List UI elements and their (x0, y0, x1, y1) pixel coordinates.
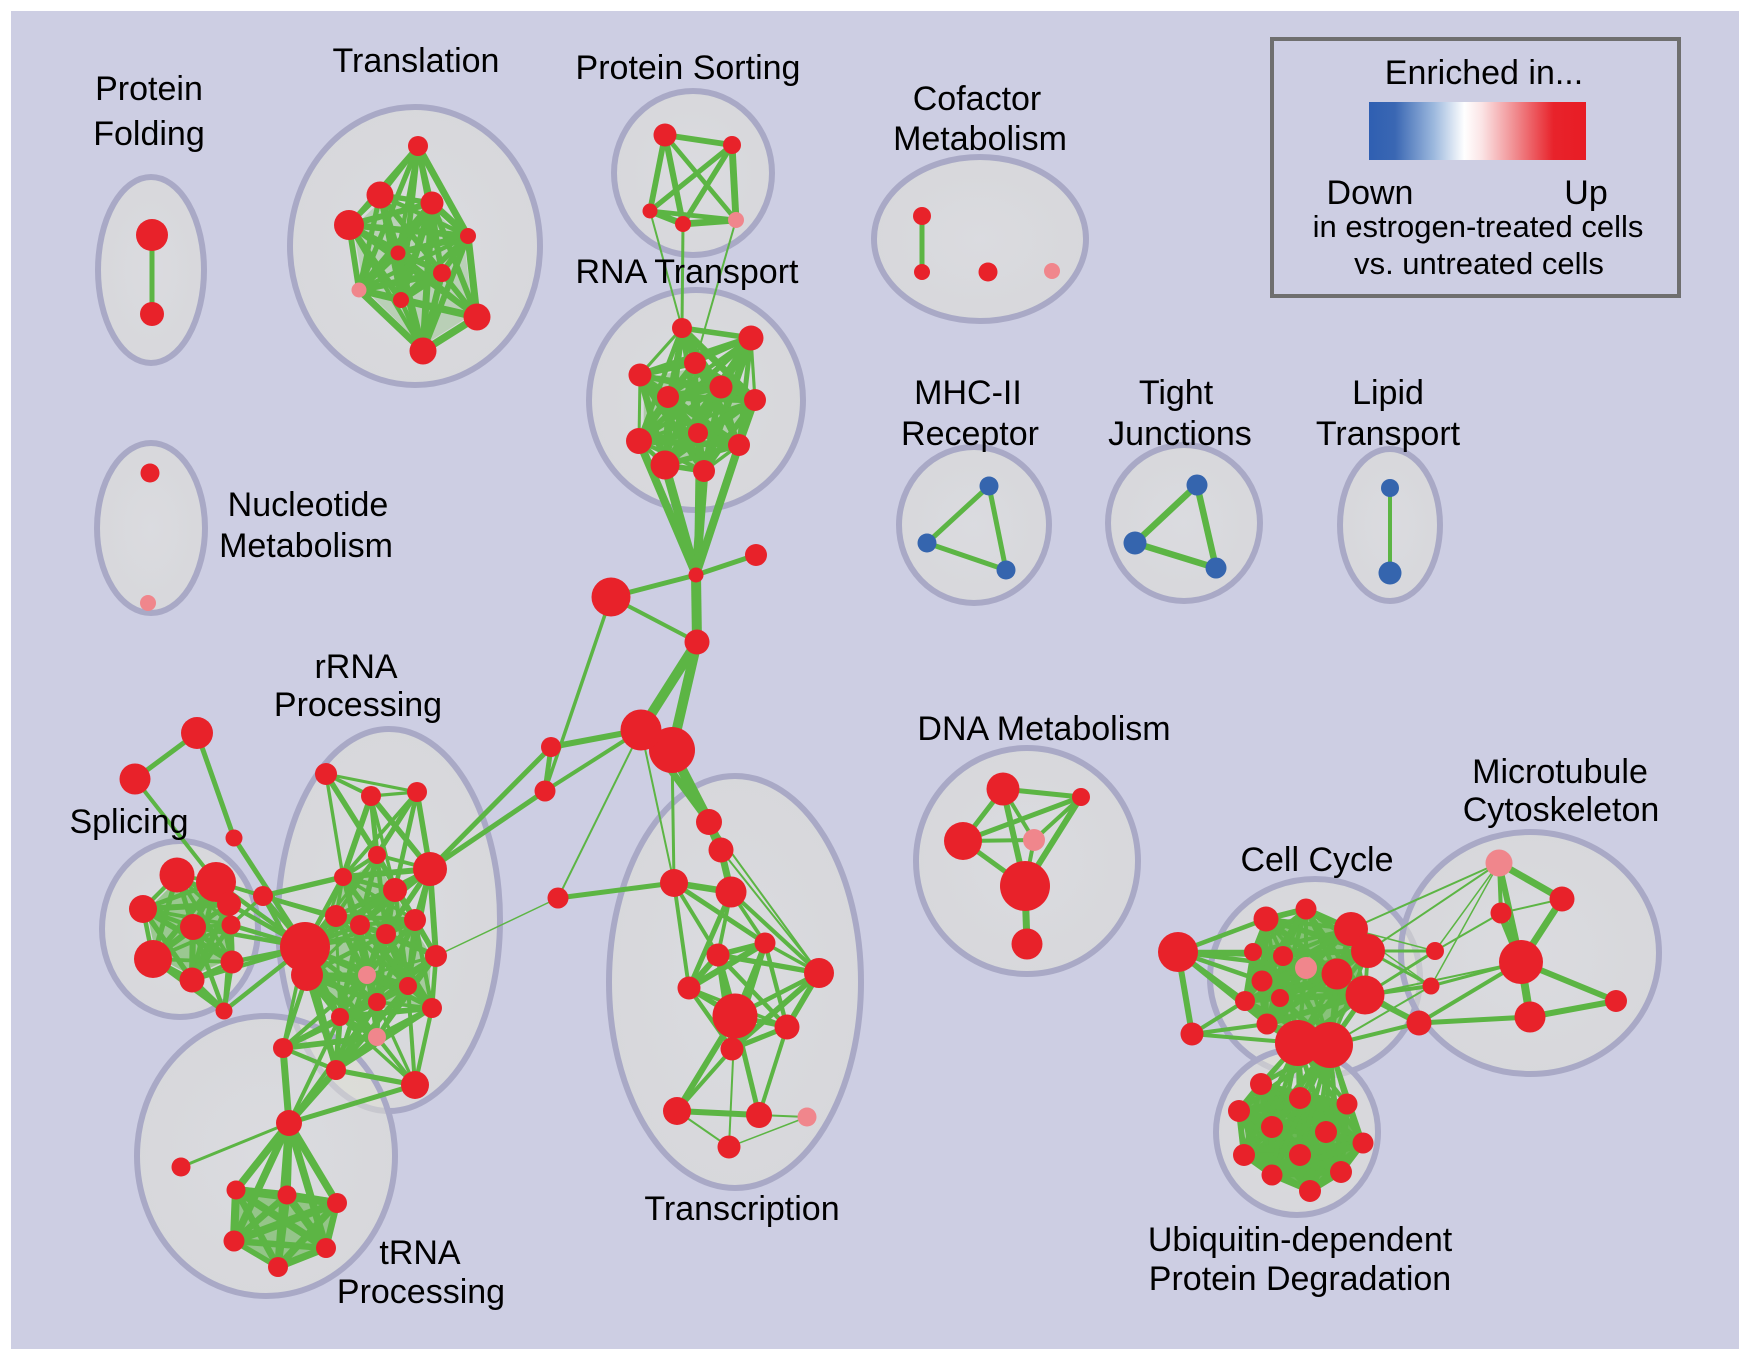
svg-text:tRNA: tRNA (379, 1234, 461, 1272)
svg-text:Cytoskeleton: Cytoskeleton (1463, 791, 1660, 829)
svg-text:Translation: Translation (333, 42, 500, 80)
svg-text:Receptor: Receptor (901, 415, 1039, 453)
svg-text:Lipid: Lipid (1352, 374, 1424, 412)
svg-text:Cell Cycle: Cell Cycle (1240, 841, 1393, 879)
svg-text:Up: Up (1564, 174, 1607, 212)
svg-text:Cofactor: Cofactor (913, 80, 1042, 118)
svg-text:Processing: Processing (274, 686, 442, 724)
svg-text:Metabolism: Metabolism (893, 120, 1067, 158)
svg-text:Transport: Transport (1316, 415, 1461, 453)
svg-text:rRNA: rRNA (314, 648, 397, 686)
svg-text:Enriched in...: Enriched in... (1385, 54, 1583, 92)
svg-text:in estrogen-treated cells: in estrogen-treated cells (1313, 209, 1644, 244)
svg-text:Nucleotide: Nucleotide (228, 486, 389, 524)
svg-text:Protein Sorting: Protein Sorting (576, 49, 801, 87)
svg-text:MHC-II: MHC-II (914, 374, 1022, 412)
svg-text:Ubiquitin-dependent: Ubiquitin-dependent (1148, 1221, 1453, 1259)
svg-text:Tight: Tight (1139, 374, 1214, 412)
svg-text:Processing: Processing (337, 1273, 505, 1311)
svg-text:DNA Metabolism: DNA Metabolism (917, 710, 1170, 748)
svg-text:Transcription: Transcription (644, 1190, 839, 1228)
svg-text:Metabolism: Metabolism (219, 527, 393, 565)
svg-text:Protein Degradation: Protein Degradation (1149, 1260, 1451, 1298)
svg-text:Protein: Protein (95, 70, 203, 108)
svg-text:Folding: Folding (93, 115, 205, 153)
svg-text:Splicing: Splicing (69, 803, 188, 841)
svg-text:Microtubule: Microtubule (1472, 753, 1648, 791)
svg-text:Down: Down (1327, 174, 1414, 212)
svg-text:vs. untreated cells: vs. untreated cells (1354, 246, 1604, 281)
svg-text:RNA Transport: RNA Transport (576, 253, 800, 291)
svg-text:Junctions: Junctions (1108, 415, 1252, 453)
